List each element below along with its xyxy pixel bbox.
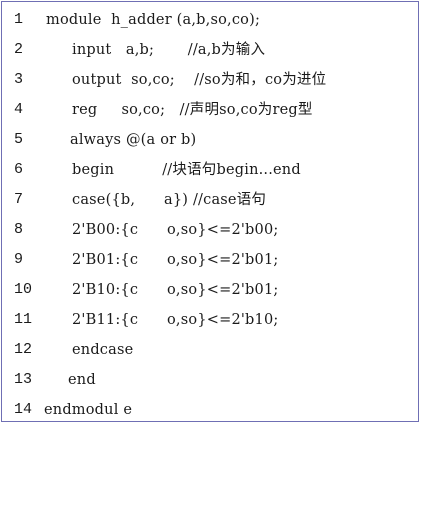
code-line: 9 2'B01:{c o,so}<=2'b01; xyxy=(2,245,278,275)
line-code: begin //块语句begin...end xyxy=(72,162,301,178)
line-number: 13 xyxy=(14,371,33,388)
line-code: 2'B00:{c o,so}<=2'b00; xyxy=(72,222,279,238)
code-line: 8 2'B00:{c o,so}<=2'b00; xyxy=(2,215,278,245)
line-code: 2'B10:{c o,so}<=2'b01; xyxy=(72,282,279,298)
line-code: end xyxy=(68,372,96,388)
code-line: 6 begin //块语句begin...end xyxy=(2,155,301,185)
line-number: 10 xyxy=(14,281,33,298)
code-line: 13 end xyxy=(2,365,96,395)
code-line: 7 case({b, a}) //case语句 xyxy=(2,185,266,215)
code-line: 11 2'B11:{c o,so}<=2'b10; xyxy=(2,305,278,335)
line-code: 2'B11:{c o,so}<=2'b10; xyxy=(72,312,279,328)
code-line: 4 reg so,co; //声明so,co为reg型 xyxy=(2,95,312,125)
line-number: 4 xyxy=(14,101,24,118)
line-number: 12 xyxy=(14,341,33,358)
code-line: 3 output so,co; //so为和，co为进位 xyxy=(2,65,326,95)
line-number: 3 xyxy=(14,71,24,88)
code-line: 12 endcase xyxy=(2,335,133,365)
line-number: 1 xyxy=(14,11,24,28)
line-number: 2 xyxy=(14,41,24,58)
line-number: 9 xyxy=(14,251,24,268)
line-number: 11 xyxy=(14,311,33,328)
line-code: case({b, a}) //case语句 xyxy=(72,192,267,208)
code-line: 14 endmodul e xyxy=(2,395,132,425)
line-number: 14 xyxy=(14,401,33,418)
line-code: output so,co; //so为和，co为进位 xyxy=(72,72,327,88)
line-code: 2'B01:{c o,so}<=2'b01; xyxy=(72,252,279,268)
line-code: module h_adder (a,b,so,co); xyxy=(46,12,261,28)
line-code: endmodul e xyxy=(44,402,133,418)
code-line: 10 2'B10:{c o,so}<=2'b01; xyxy=(2,275,278,305)
line-number: 5 xyxy=(14,131,24,148)
line-code: reg so,co; //声明so,co为reg型 xyxy=(72,102,313,118)
line-code: always @(a or b) xyxy=(70,132,197,148)
code-line: 5 always @(a or b) xyxy=(2,125,196,155)
line-number: 6 xyxy=(14,161,24,178)
line-code: endcase xyxy=(72,342,134,358)
code-line: 2 input a,b; //a,b为输入 xyxy=(2,35,265,65)
line-number: 7 xyxy=(14,191,24,208)
code-listing: 1 module h_adder (a,b,so,co); 2 input a,… xyxy=(1,1,419,422)
line-number: 8 xyxy=(14,221,24,238)
line-code: input a,b; //a,b为输入 xyxy=(72,42,266,58)
code-line: 1 module h_adder (a,b,so,co); xyxy=(2,5,260,35)
